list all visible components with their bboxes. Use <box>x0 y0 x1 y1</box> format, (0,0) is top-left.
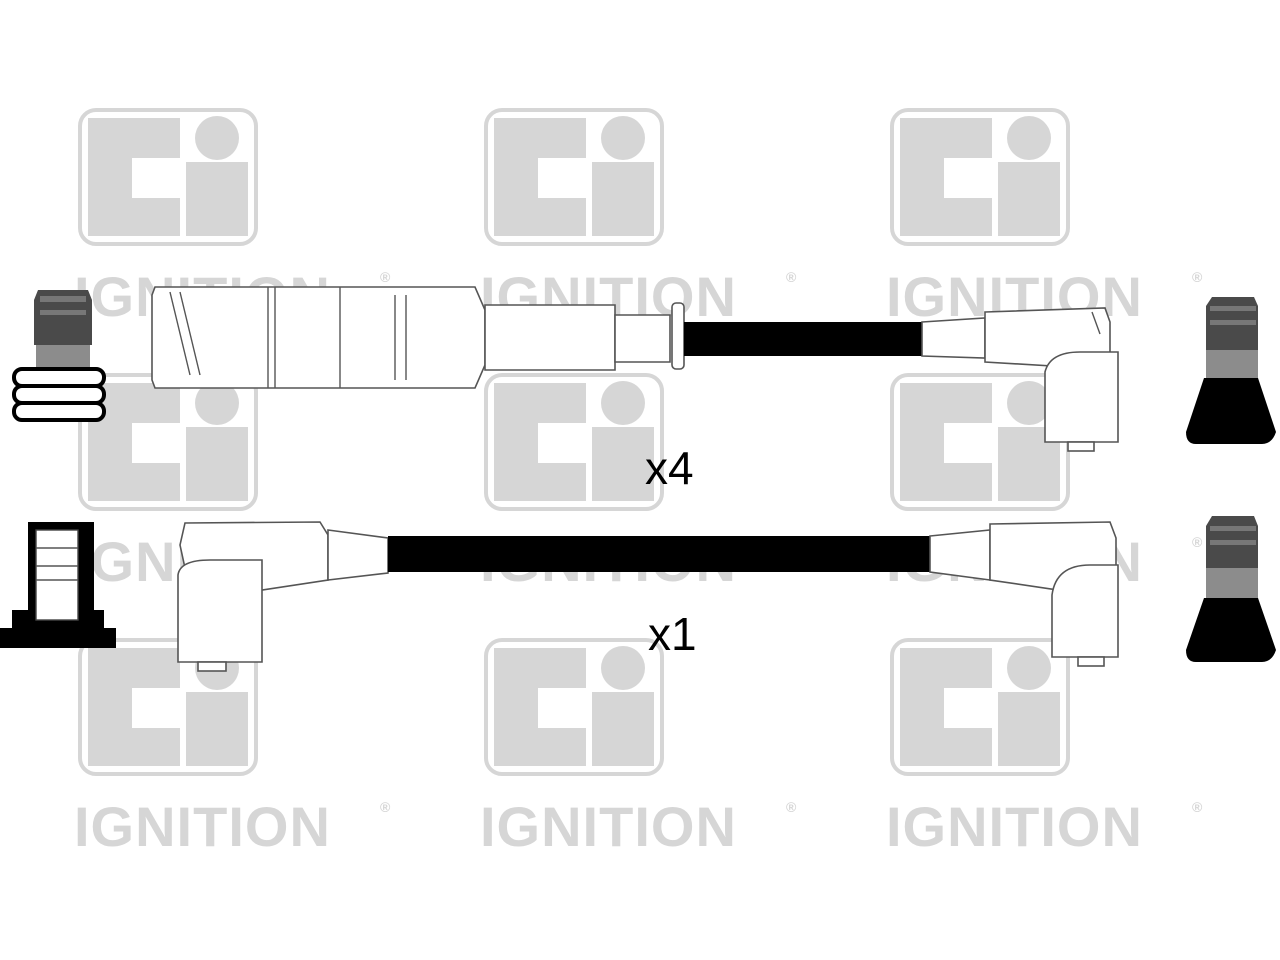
ci-logo-icon <box>890 108 1070 246</box>
terminal-right-top-icon <box>1186 297 1276 444</box>
terminal-right-bottom-icon <box>1186 516 1276 662</box>
watermark-registered-mark: ® <box>786 799 797 815</box>
lead-bottom <box>0 516 1276 672</box>
watermark-registered-mark: ® <box>786 269 797 285</box>
ci-logo-icon <box>78 373 258 511</box>
terminal-left-top-icon <box>12 290 106 422</box>
watermark-ignition-text: IGNITION <box>480 795 737 858</box>
ci-logo-icon <box>890 373 1070 511</box>
quantity-label-top: x4 <box>645 442 694 494</box>
watermark-registered-mark: ® <box>1192 534 1203 550</box>
watermark-registered-mark: ® <box>380 269 391 285</box>
watermark-ignition-text: IGNITION <box>74 795 331 858</box>
quantity-label-bottom: x1 <box>648 608 697 660</box>
watermark-registered-mark: ® <box>380 799 391 815</box>
ci-logo-icon <box>484 638 664 776</box>
ci-logo-icon <box>484 373 664 511</box>
ci-logo-icon <box>484 108 664 246</box>
ci-logo-icon <box>78 638 258 776</box>
watermark-registered-mark: ® <box>1192 269 1203 285</box>
watermark-ignition-text: IGNITION <box>886 795 1143 858</box>
right-angle-boot-bottom-right <box>929 521 1119 667</box>
watermark-registered-mark: ® <box>1192 799 1203 815</box>
ci-logo-icon <box>78 108 258 246</box>
cable-bottom <box>388 536 930 572</box>
ci-logo-icon <box>890 638 1070 776</box>
lead-top <box>12 286 1276 452</box>
terminal-left-bottom-icon <box>0 522 116 648</box>
straight-boot <box>151 286 685 389</box>
cable-top <box>684 322 924 356</box>
watermark-layer: IGNITION®IGNITION®IGNITION®IGNITION®IGNI… <box>74 108 1203 858</box>
right-angle-boot-top <box>921 307 1119 452</box>
right-angle-boot-bottom-left <box>177 521 389 672</box>
